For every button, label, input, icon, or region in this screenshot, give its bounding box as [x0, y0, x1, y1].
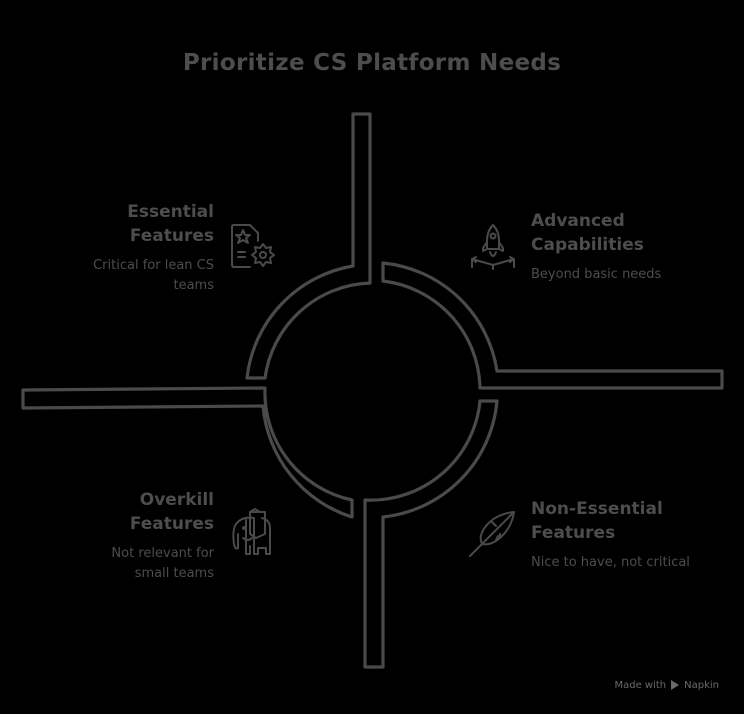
- quadrant-description: Beyond basic needs: [531, 267, 662, 282]
- top-right-ring-segment: [381, 261, 724, 390]
- napkin-logo-icon: [671, 680, 680, 690]
- bottom-left-ring-segment: [21, 386, 354, 519]
- quadrant-heading: Overkill Features: [129, 490, 214, 534]
- footer-attribution: Made with Napkin: [614, 679, 719, 691]
- quadrant-advanced-capabilities: Advanced Capabilities Beyond basic needs: [531, 209, 731, 285]
- diagram-title: Prioritize CS Platform Needs: [182, 50, 562, 76]
- quadrant-heading: Essential Features: [127, 202, 214, 246]
- quadrant-heading: Advanced Capabilities: [531, 211, 644, 255]
- elephant-icon: [232, 508, 271, 555]
- quadrant-heading: Non-Essential Features: [531, 499, 663, 543]
- made-with-label: Made with: [614, 679, 667, 691]
- rocket-launch-icon: [471, 224, 515, 270]
- quadrant-non-essential-features: Non-Essential Features Nice to have, not…: [531, 497, 731, 573]
- document-star-gear-icon: [231, 224, 275, 268]
- quadrant-overkill-features: Overkill Features Not relevant for small…: [14, 488, 214, 584]
- bottom-right-ring-segment: [363, 399, 499, 669]
- quadrant-description: Critical for lean CS teams: [93, 258, 214, 293]
- quadrant-description: Not relevant for small teams: [111, 546, 214, 581]
- quadrant-description: Nice to have, not critical: [531, 555, 690, 570]
- napkin-brand-label: Napkin: [684, 679, 719, 691]
- top-left-ring-segment: [245, 112, 372, 380]
- feather-icon: [469, 511, 515, 557]
- quadrant-essential-features: Essential Features Critical for lean CS …: [14, 200, 214, 296]
